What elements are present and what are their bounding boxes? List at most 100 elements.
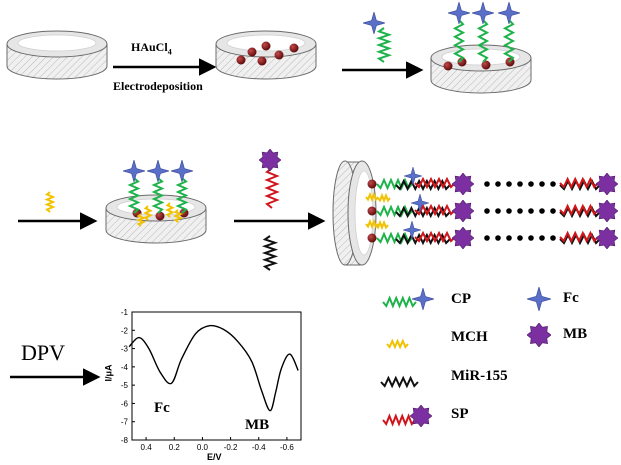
cp-strand	[376, 231, 413, 245]
mb-star	[452, 200, 474, 222]
mch-fragment	[365, 191, 379, 203]
sp-strand	[559, 176, 599, 190]
mch-fragment	[135, 213, 147, 227]
legend-cp-icon	[382, 288, 434, 310]
sp-strand	[414, 230, 456, 244]
free-cp-probe	[363, 12, 393, 63]
legend-mb-icon	[527, 323, 551, 347]
legend-mir-label: MiR-155	[451, 368, 508, 384]
continuation-dot	[484, 235, 490, 241]
x-tick-label: -0.6	[280, 443, 294, 452]
fc-star	[448, 2, 470, 24]
free-mir-155	[261, 235, 279, 271]
dpv-label: DPV	[21, 340, 66, 365]
mch-electrode	[105, 194, 207, 244]
cp-strand	[452, 19, 466, 63]
legend-mch-icon	[386, 338, 409, 350]
y-tick-label: -2	[121, 326, 129, 335]
continuation-dot	[484, 208, 490, 214]
y-tick-label: -1	[121, 308, 129, 317]
legend-mch-label: MCH	[451, 329, 488, 345]
y-tick-label: -3	[121, 345, 129, 354]
annotation-fc: Fc	[154, 400, 170, 416]
dpv-series-line	[128, 324, 299, 412]
surface-mch	[135, 202, 184, 227]
gold-nanoparticle	[367, 179, 377, 189]
continuation-dot	[539, 181, 545, 187]
fc-star	[472, 2, 494, 24]
mch-fragment	[375, 219, 389, 231]
bare-electrode	[6, 30, 108, 80]
gold-nanoparticle	[367, 233, 377, 243]
mb-star	[596, 200, 618, 222]
mb-star	[452, 227, 474, 249]
method-label: Electrodeposition	[113, 79, 203, 93]
continuation-dot	[495, 181, 501, 187]
continuation-dot	[484, 181, 490, 187]
cp-strand	[151, 177, 165, 214]
mb-star	[452, 173, 474, 195]
immobilized-cp-mch	[123, 160, 193, 214]
mch-fragment	[377, 192, 391, 204]
cp-strand	[376, 177, 413, 191]
continuation-dot	[539, 235, 545, 241]
sp-strand	[559, 230, 599, 244]
gold-nanoparticles	[236, 41, 299, 66]
continuation-dot	[517, 235, 523, 241]
sp-strand	[414, 203, 456, 217]
x-tick-label: -0.2	[224, 443, 238, 452]
legend-cp-label: CP	[451, 291, 471, 307]
mch-fragment	[165, 202, 175, 218]
continuation-dot	[539, 208, 545, 214]
cp-modified-surface	[443, 57, 515, 71]
cp-strand	[502, 19, 516, 63]
aunp-electrode	[215, 30, 317, 80]
mch-fragment	[143, 205, 153, 221]
free-sp-probe	[259, 149, 281, 209]
sp-strand	[414, 176, 456, 190]
x-tick-label: -0.4	[252, 443, 266, 452]
legend-fc-icon	[527, 287, 551, 311]
mb-star	[596, 227, 618, 249]
legend-fc-label: Fc	[563, 290, 579, 306]
legend-mir-icon	[380, 375, 419, 389]
x-tick-label: 0.0	[197, 443, 209, 452]
mch-fragment	[172, 209, 184, 223]
reagent-subscript: 4	[167, 47, 172, 57]
x-tick-label: 0.4	[141, 443, 153, 452]
continuation-dot	[506, 235, 512, 241]
continuation-dot	[495, 235, 501, 241]
y-tick-label: -7	[121, 418, 129, 427]
legend-sp-label: SP	[451, 406, 469, 422]
continuation-dot	[550, 208, 556, 214]
immobilized-cp	[448, 2, 520, 63]
sandwich-assembly	[365, 167, 618, 249]
continuation-dot	[528, 208, 534, 214]
continuation-dot	[495, 208, 501, 214]
fc-star	[123, 160, 145, 182]
continuation-dot	[550, 235, 556, 241]
legend-mb-label: MB	[563, 326, 588, 342]
y-tick-label: -4	[121, 363, 129, 372]
mb-star	[596, 173, 618, 195]
x-axis-label: E/V	[207, 452, 222, 462]
cp-strand	[175, 177, 189, 214]
gold-nanoparticle	[367, 206, 377, 216]
y-ticks: -1-2-3-4-5-6-7-8	[121, 308, 135, 445]
continuation-dot	[528, 181, 534, 187]
free-mch	[44, 191, 56, 213]
sp-strand	[559, 203, 599, 217]
y-axis-label: I/μA	[103, 364, 114, 382]
y-tick-label: -5	[121, 381, 129, 390]
fc-star	[147, 160, 169, 182]
cp-strand	[376, 204, 413, 218]
continuation-dot	[506, 181, 512, 187]
fc-star	[171, 160, 193, 182]
continuation-dot	[517, 208, 523, 214]
cp-strand	[476, 19, 490, 63]
continuation-dot	[550, 181, 556, 187]
fc-star	[498, 2, 520, 24]
